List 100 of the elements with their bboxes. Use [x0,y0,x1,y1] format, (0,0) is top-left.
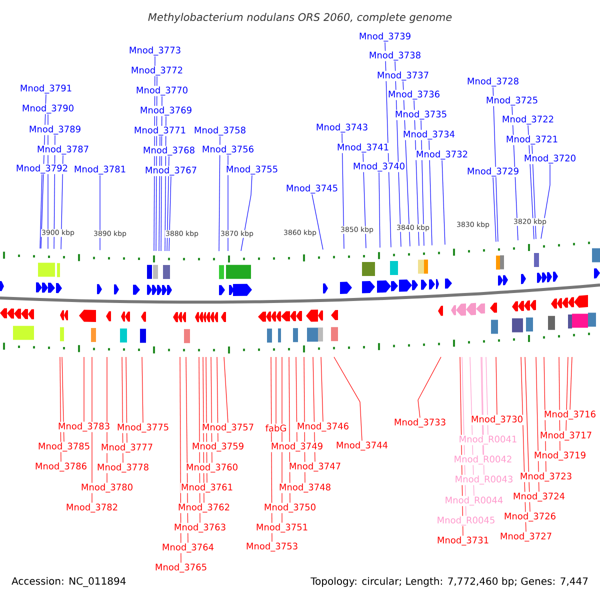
gene-label: Mnod_3770 [135,86,189,96]
leader-line [428,140,432,246]
gene-label: Mnod_3729 [466,166,520,178]
gene-label: Mnod_3778 [96,462,150,474]
gene-label: Mnod_3737 [376,70,430,82]
gene-label: Mnod_3733 [393,418,447,428]
gene-label: Mnod_3783 [57,422,111,432]
gene-label: Mnod_3763 [173,522,227,534]
leader-line [418,356,442,418]
gene-label: Mnod_3787 [36,144,90,156]
gene-label: Mnod_3726 [503,512,557,522]
gene-label: Mnod_3722 [501,114,555,126]
gene-label: Mnod_3730 [470,414,524,426]
gene-label: Mnod_R0041 [458,434,518,446]
gene-label: Mnod_3736 [387,90,441,100]
leader-line [570,356,572,410]
gene-label: Mnod_3727 [499,532,553,542]
gene-label: Mnod_3719 [533,450,587,462]
gene-label: Mnod_3723 [519,472,573,482]
gene-label: Mnod_3759 [191,442,245,452]
gene-label: Mnod_3743 [315,122,369,134]
leader-line [540,164,550,239]
gene-label: Mnod_3781 [73,164,127,176]
leader-line [62,356,64,442]
gene-label: Mnod_3753 [245,542,299,552]
gene-label: Mnod_3775 [116,422,170,434]
gene-label: Mnod_3748 [278,482,332,494]
accession-text: Accession: NC_011894 [12,577,126,587]
gene-label: Mnod_3782 [65,502,119,514]
leader-line [216,356,218,442]
gene-label: Mnod_3760 [185,462,239,474]
gene-label: Mnod_3769 [139,106,193,116]
gene-label: Mnod_3721 [505,134,559,146]
gene-label: Mnod_R0042 [453,454,513,466]
gene-label: Mnod_R0043 [454,474,514,486]
gene-label: Mnod_3746 [296,422,350,432]
gene-label: Mnod_R0044 [444,496,504,506]
gene-label: Mnod_3756 [201,144,255,156]
gene-label: Mnod_3739 [358,32,412,42]
gene-label: Mnod_3734 [402,130,456,140]
gene-label: Mnod_3780 [80,482,134,494]
leader-line [496,356,498,416]
leader-line [296,356,298,442]
leader-line [142,356,144,424]
leader-line [334,356,362,442]
gene-label: Mnod_3777 [100,442,154,454]
gene-label: Mnod_3762 [177,502,231,514]
gene-label: Mnod_3764 [161,542,215,554]
gene-label: Mnod_3738 [368,50,422,62]
gene-label: Mnod_3773 [128,46,182,56]
gene-label: Mnod_3731 [436,536,490,546]
gene-label: Mnod_3758 [193,126,247,136]
leader-line [240,174,252,252]
gene-label: Mnod_3732 [415,150,469,160]
gene-label: Mnod_3761 [180,482,234,494]
leader-line [40,174,42,249]
leader-line [524,356,530,512]
gene-label: Mnod_3751 [255,522,309,534]
gene-label: Mnod_3750 [263,502,317,514]
title: Methylobacterium nodulans ORS 2060, complete genome [148,12,452,24]
gene-label: Mnod_3767 [144,166,198,176]
leader-line [486,356,488,436]
leader-line [320,356,324,422]
gene-label: Mnod_3771 [133,126,187,136]
gene-label: Mnod_3792 [15,164,69,174]
gene-label: Mnod_3735 [394,110,448,120]
gene-label: Mnod_3745 [285,184,339,194]
gene-label: Mnod_3747 [288,462,342,472]
gene-label: Mnod_3785 [37,442,91,452]
gene-label: Mnod_3741 [336,142,390,154]
gene-label: Mnod_3757 [201,422,255,434]
gene-label: Mnod_3791 [19,84,73,94]
gene-label: Mnod_3728 [466,76,520,88]
gene-label: Mnod_R0045 [436,516,496,526]
gene-label: Mnod_3717 [539,430,593,442]
leader-line [126,356,128,444]
gene-label: Mnod_3755 [225,164,279,176]
leader-line [378,172,380,248]
gene-label: Mnod_3768 [142,146,196,156]
leader-line [312,194,324,250]
gene-label: Mnod_3786 [34,462,88,472]
gene-label: Mnod_3744 [335,440,389,452]
leader-line [442,160,446,245]
gene-label: Mnod_3789 [28,124,82,136]
gene-label: Mnod_3790 [21,104,75,114]
gene-label: Mnod_3749 [270,442,324,452]
genome-info-text: Topology: circular; Length: 7,772,460 bp; Genes: 7,447 [310,577,588,587]
gene-label: Mnod_3772 [130,66,184,76]
gene-label: fabG [264,424,288,432]
gene-label: Mnod_3725 [485,96,539,106]
leader-line [168,176,172,252]
gene-label: Mnod_3720 [523,154,577,164]
leader-line [492,86,498,242]
leader-line [492,176,496,242]
leader-line [224,356,228,424]
gene-label: Mnod_3740 [352,162,406,172]
gene-label: Mnod_3724 [512,492,566,502]
leader-line [218,136,220,252]
gene-label: Mnod_3765 [154,562,208,574]
gene-label: Mnod_3716 [543,410,597,420]
